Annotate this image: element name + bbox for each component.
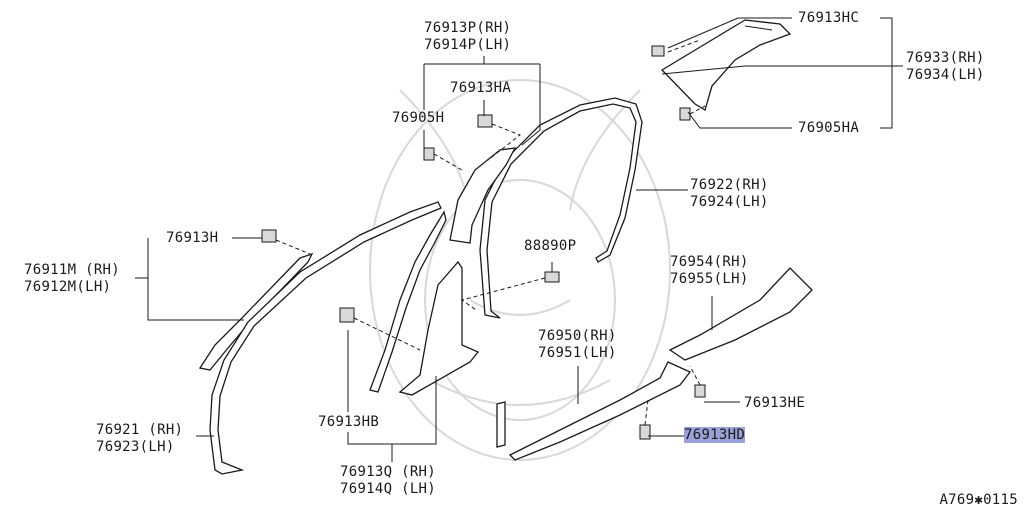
label-76913H[interactable]: 76913H [166,230,219,246]
label-76911M[interactable]: 76911M (RH) [24,262,121,278]
center-pillar-upper-trim [449,147,517,244]
label-76954[interactable]: 76954(RH) [670,254,749,270]
diagram-code: A769✱0115 [939,492,1018,508]
label-76923[interactable]: 76923(LH) [96,439,175,455]
label-76913P[interactable]: 76913P(RH) [424,20,512,36]
label-76922[interactable]: 76922(RH) [690,177,769,193]
label-76913HE[interactable]: 76913HE [744,395,806,411]
label-76914P[interactable]: 76914P(LH) [424,37,512,53]
door-opening-weatherstrip [479,97,643,319]
label-76913Q[interactable]: 76913Q (RH) [340,464,437,480]
watermark-emblem [369,79,671,461]
label-76913HA[interactable]: 76913HA [450,80,512,96]
label-76921[interactable]: 76921 (RH) [96,422,184,438]
center-pillar-lower-trim [398,260,480,396]
label-76913HB[interactable]: 76913HB [318,414,380,430]
assembly-dash-lines [275,39,706,426]
pillar-trim-upper-rear [660,19,792,111]
label-76913HD-highlighted[interactable]: 76913HD [684,427,746,443]
label-76924[interactable]: 76924(LH) [690,194,769,210]
label-76905HA[interactable]: 76905HA [798,120,860,136]
front-door-weatherstrip [209,201,447,475]
label-76934[interactable]: 76934(LH) [906,67,985,83]
label-76905H[interactable]: 76905H [392,110,445,126]
label-88890P[interactable]: 88890P [524,238,577,254]
label-76950[interactable]: 76950(RH) [538,328,617,344]
leader-lines [135,17,903,462]
front-kicking-plate [496,361,692,461]
clips [261,45,706,440]
label-76933[interactable]: 76933(RH) [906,50,985,66]
label-76951[interactable]: 76951(LH) [538,345,617,361]
label-76912M[interactable]: 76912M(LH) [24,279,112,295]
label-76914Q[interactable]: 76914Q (LH) [340,481,437,497]
label-76955[interactable]: 76955(LH) [670,271,749,287]
label-76913HC[interactable]: 76913HC [798,10,860,26]
front-pillar-trim [198,252,314,371]
rear-kicking-plate [668,267,813,361]
